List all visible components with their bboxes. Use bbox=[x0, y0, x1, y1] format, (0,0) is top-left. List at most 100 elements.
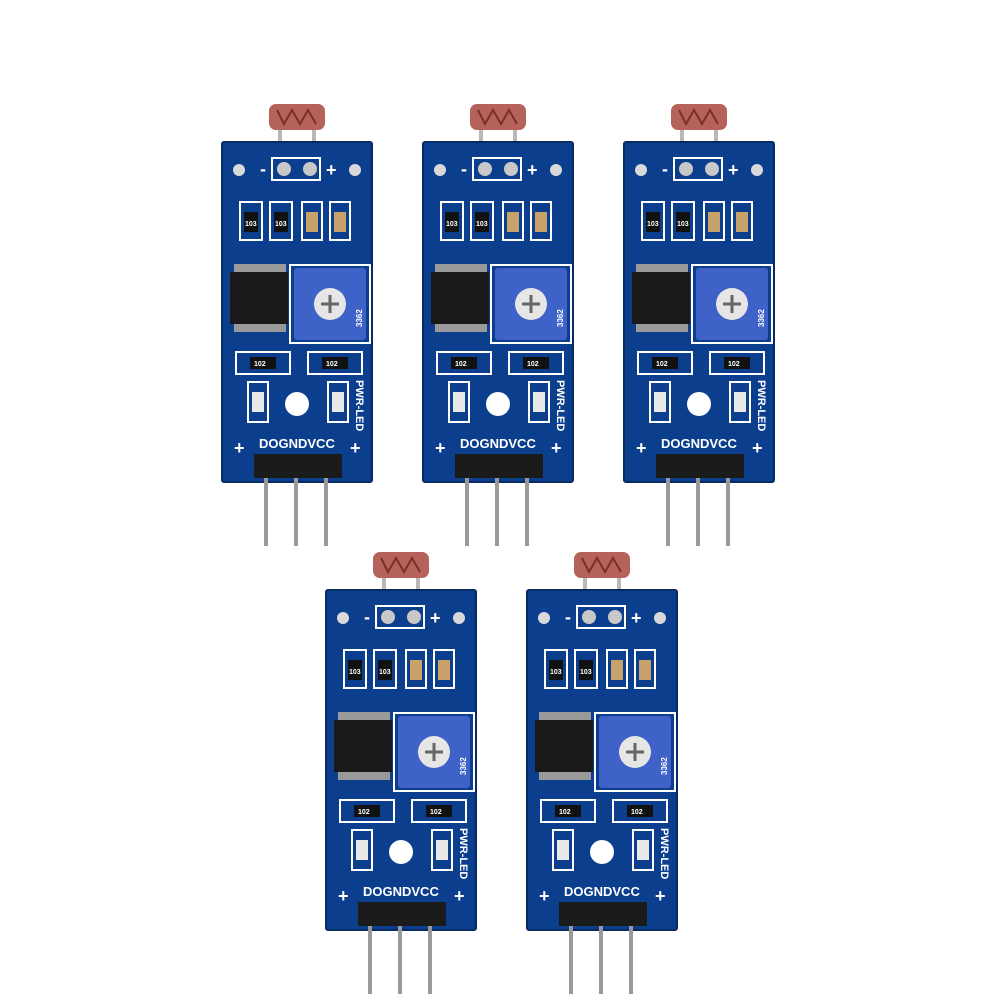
sensor-module-drawing: - + 103 103 bbox=[496, 552, 678, 994]
pot-code: 3362 bbox=[660, 757, 669, 775]
resistor-code: 102 bbox=[326, 361, 338, 368]
ldr-footprint bbox=[472, 157, 522, 181]
pin-header bbox=[559, 902, 647, 994]
sensor-module-3: - + 103 103 bbox=[593, 52, 784, 546]
silk-pwr-led: PWR-LED bbox=[554, 380, 566, 431]
silk-do-led: DO-LED bbox=[593, 392, 605, 434]
center-hole bbox=[687, 392, 711, 416]
pot-code: 3362 bbox=[355, 309, 364, 327]
resistor-code: 103 bbox=[550, 669, 562, 676]
silk-pin-labels: DOGNDVCC bbox=[661, 436, 737, 451]
silk-minus: - bbox=[565, 607, 571, 627]
silk-plus-left: + bbox=[338, 886, 349, 906]
do-led bbox=[247, 381, 269, 423]
silk-pwr-led: PWR-LED bbox=[353, 380, 365, 431]
center-hole bbox=[486, 392, 510, 416]
sensor-module-1: - + 103 103 bbox=[191, 52, 382, 546]
pin-header bbox=[656, 454, 744, 546]
silk-do-led: DO-LED bbox=[392, 392, 404, 434]
pot-code: 3362 bbox=[757, 309, 766, 327]
potentiometer: 3362 bbox=[490, 264, 572, 344]
silk-pin-labels: DOGNDVCC bbox=[363, 884, 439, 899]
comparator-ic bbox=[230, 264, 288, 332]
silk-do-led: DO-LED bbox=[191, 392, 203, 434]
resistor-code: 103 bbox=[476, 221, 488, 228]
silk-pin-labels: DOGNDVCC bbox=[460, 436, 536, 451]
resistor-code: 102 bbox=[527, 361, 539, 368]
resistor-code: 103 bbox=[245, 221, 257, 228]
mount-hole bbox=[550, 164, 562, 176]
silk-plus-right: + bbox=[454, 886, 465, 906]
silk-plus-right: + bbox=[655, 886, 666, 906]
silk-plus: + bbox=[430, 608, 441, 628]
silk-do-led: DO-LED bbox=[496, 840, 508, 882]
comparator-ic bbox=[632, 264, 690, 332]
resistor-code: 102 bbox=[455, 361, 467, 368]
silk-pwr-led: PWR-LED bbox=[755, 380, 767, 431]
ldr-footprint bbox=[271, 157, 321, 181]
potentiometer: 3362 bbox=[393, 712, 475, 792]
mount-hole bbox=[434, 164, 446, 176]
silk-plus-left: + bbox=[435, 438, 446, 458]
resistor-code: 103 bbox=[580, 669, 592, 676]
ldr-footprint bbox=[576, 605, 626, 629]
do-led bbox=[448, 381, 470, 423]
do-led bbox=[552, 829, 574, 871]
silk-minus: - bbox=[260, 159, 266, 179]
comparator-ic bbox=[535, 712, 593, 780]
pwr-led bbox=[327, 381, 349, 423]
pot-code: 3362 bbox=[459, 757, 468, 775]
smd-row: 103 103 bbox=[440, 201, 552, 241]
comparator-ic bbox=[431, 264, 489, 332]
potentiometer: 3362 bbox=[691, 264, 773, 344]
smd-row: 103 103 bbox=[544, 649, 656, 689]
resistor-code: 103 bbox=[275, 221, 287, 228]
mount-hole bbox=[654, 612, 666, 624]
silk-plus-right: + bbox=[350, 438, 361, 458]
silk-plus: + bbox=[326, 160, 337, 180]
silk-plus: + bbox=[631, 608, 642, 628]
potentiometer: 3362 bbox=[594, 712, 676, 792]
pin-header bbox=[254, 454, 342, 546]
silk-plus-left: + bbox=[234, 438, 245, 458]
silk-minus: - bbox=[461, 159, 467, 179]
resistor-code: 102 bbox=[656, 361, 668, 368]
silk-pin-labels: DOGNDVCC bbox=[259, 436, 335, 451]
silk-plus-left: + bbox=[539, 886, 550, 906]
resistor-code: 103 bbox=[349, 669, 361, 676]
resistor-code: 102 bbox=[358, 809, 370, 816]
sensor-module-4: - + 103 103 bbox=[295, 500, 486, 994]
sensor-module-2: - + 103 103 bbox=[392, 52, 583, 546]
resistor-code: 102 bbox=[254, 361, 266, 368]
pwr-led bbox=[431, 829, 453, 871]
resistor-code: 102 bbox=[631, 809, 643, 816]
resistor-code: 103 bbox=[379, 669, 391, 676]
sensor-module-5: - + 103 103 bbox=[496, 500, 687, 994]
pwr-led bbox=[729, 381, 751, 423]
pin-header bbox=[358, 902, 446, 994]
silk-plus-left: + bbox=[636, 438, 647, 458]
comparator-ic bbox=[334, 712, 392, 780]
silk-plus: + bbox=[728, 160, 739, 180]
resistor-code: 102 bbox=[430, 809, 442, 816]
resistor-code: 102 bbox=[559, 809, 571, 816]
silk-pin-labels: DOGNDVCC bbox=[564, 884, 640, 899]
silk-plus-right: + bbox=[551, 438, 562, 458]
mount-hole bbox=[233, 164, 245, 176]
smd-row: 103 103 bbox=[239, 201, 351, 241]
silk-do-led: DO-LED bbox=[295, 840, 307, 882]
center-hole bbox=[285, 392, 309, 416]
pwr-led bbox=[632, 829, 654, 871]
pwr-led bbox=[528, 381, 550, 423]
do-led bbox=[351, 829, 373, 871]
mount-hole bbox=[337, 612, 349, 624]
silk-minus: - bbox=[364, 607, 370, 627]
sensor-module-drawing: - + 103 103 bbox=[295, 552, 477, 994]
silk-plus-right: + bbox=[752, 438, 763, 458]
mount-hole bbox=[349, 164, 361, 176]
mount-hole bbox=[453, 612, 465, 624]
silk-pwr-led: PWR-LED bbox=[658, 828, 670, 879]
resistor-code: 103 bbox=[446, 221, 458, 228]
pin-header bbox=[455, 454, 543, 546]
